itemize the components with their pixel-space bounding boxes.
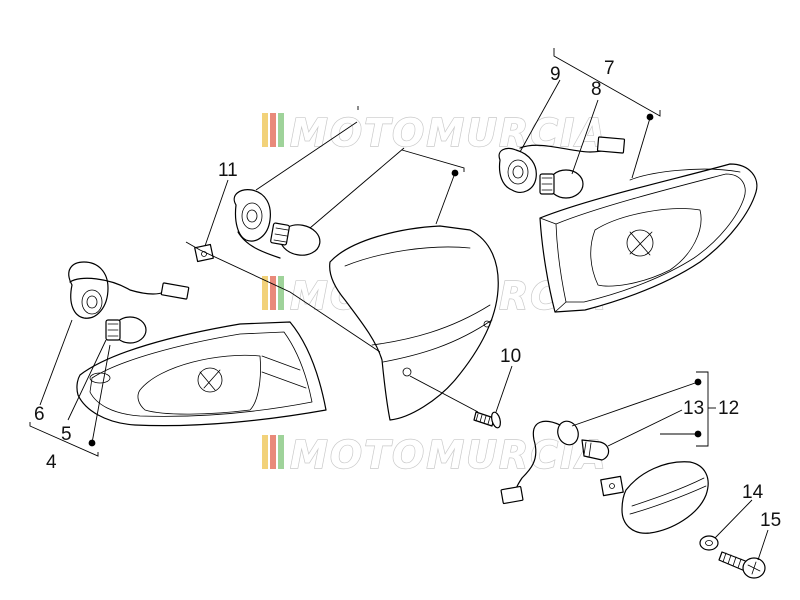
- callout-labels: 6 5 4 11 7 9 8 10 13 12 14 15: [34, 58, 781, 531]
- upper-left-bulb: [270, 222, 321, 256]
- left-tail-light-lens: [76, 321, 327, 427]
- callout-8: 8: [591, 79, 602, 100]
- watermark-text: MOTOMURCIA: [290, 433, 608, 477]
- callout-11: 11: [218, 160, 238, 181]
- leader-lines: [29, 48, 769, 561]
- callout-9: 9: [550, 64, 561, 85]
- license-light-bulb: [581, 439, 610, 461]
- callout-10: 10: [500, 346, 521, 367]
- right-bulb-socket: [498, 136, 626, 193]
- license-light-clip: [600, 475, 624, 497]
- left-bulb: [105, 316, 147, 344]
- callout-12: 12: [718, 398, 739, 419]
- callout-14: 14: [742, 482, 764, 503]
- callout-5: 5: [61, 424, 72, 445]
- callout-13: 13: [683, 398, 704, 419]
- right-bulb: [539, 169, 584, 199]
- license-light-socket: [500, 420, 579, 505]
- callout-7: 7: [604, 58, 615, 79]
- right-tail-light-lens: [539, 163, 758, 313]
- callout-4: 4: [46, 452, 57, 473]
- watermark-text: MOTOMURCIA: [290, 111, 608, 155]
- left-bulb-socket: [68, 261, 190, 319]
- watermark-top: MOTOMURCIA: [262, 110, 608, 156]
- license-light-lens: [621, 461, 709, 534]
- upper-left-bulb-socket: [233, 189, 281, 259]
- screw-10: [473, 411, 501, 429]
- callout-15: 15: [760, 510, 781, 531]
- watermark-bottom: MOTOMURCIA: [262, 432, 608, 478]
- callout-6: 6: [34, 404, 45, 425]
- clip-part: [194, 243, 214, 263]
- rear-cover-part: [329, 225, 499, 421]
- screw-15: [718, 551, 766, 579]
- washer-14: [699, 535, 719, 551]
